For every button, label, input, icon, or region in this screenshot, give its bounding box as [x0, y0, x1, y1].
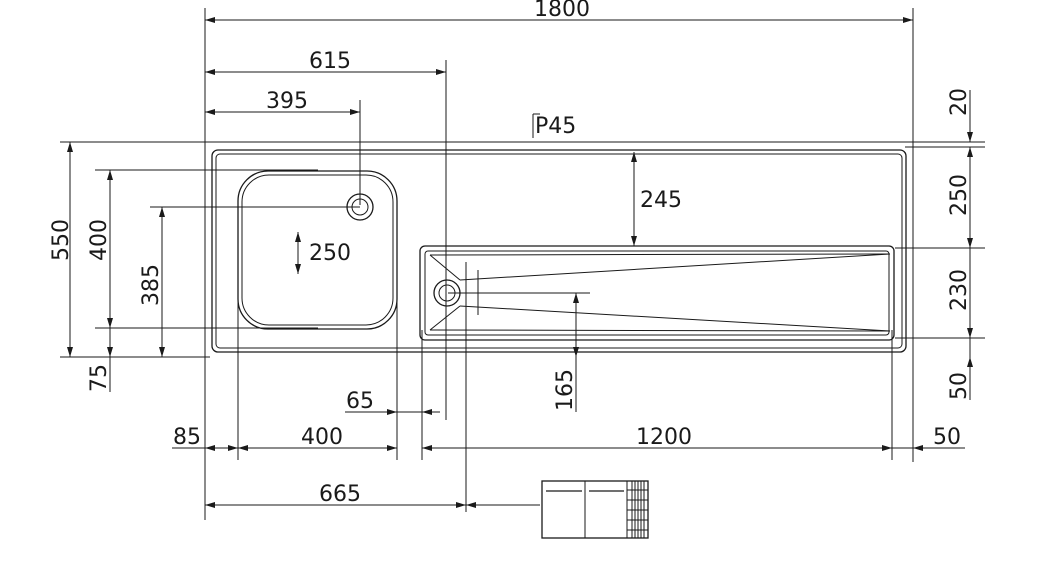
dim-85: 85 [173, 425, 201, 450]
dim-50-bottom: 50 [933, 425, 961, 450]
bowl-waste-icon [346, 193, 374, 221]
worktop [211, 149, 907, 353]
dim-615: 615 [309, 49, 351, 74]
dim-65: 65 [346, 389, 374, 414]
profile-label: P45 [535, 114, 576, 139]
dim-230: 230 [947, 269, 972, 311]
dim-250-back: 250 [947, 174, 972, 216]
dim-665: 665 [319, 482, 361, 507]
dimension-labels: 1800 615 395 P45 550 400 385 75 250 245 … [49, 0, 972, 507]
dim-165: 165 [553, 369, 578, 411]
dim-400-width: 400 [301, 425, 343, 450]
dim-1200: 1200 [636, 425, 692, 450]
sink-bowl [237, 170, 398, 330]
dim-385: 385 [139, 264, 164, 306]
dimension-lines [67, 17, 973, 508]
dim-395: 395 [266, 89, 308, 114]
dim-400-depth: 400 [87, 219, 112, 261]
dim-1800: 1800 [534, 0, 590, 22]
dim-50-right: 50 [947, 372, 972, 400]
drainer-waste-icon [433, 279, 461, 307]
worktop-inner [215, 153, 903, 349]
profile-bracket [532, 113, 540, 138]
drainer [419, 245, 895, 341]
dim-250-bowl: 250 [309, 241, 351, 266]
worktop-outer [211, 149, 907, 353]
cabinet-icon [541, 480, 649, 539]
dim-20: 20 [947, 88, 972, 116]
dim-550: 550 [49, 219, 74, 261]
dim-75: 75 [87, 364, 112, 392]
extension-lines [60, 8, 985, 520]
dim-245: 245 [640, 188, 682, 213]
